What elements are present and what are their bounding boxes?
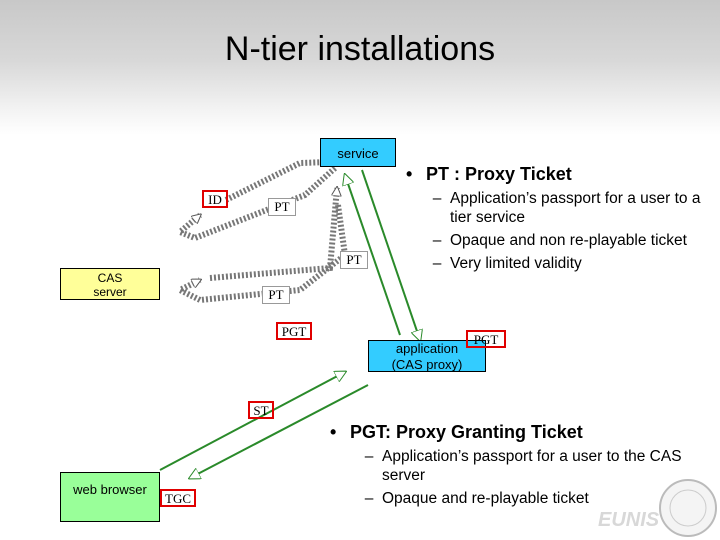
cas-server-node: CAS server [60, 268, 160, 300]
browser-to-app-arrow [159, 372, 345, 471]
pgt-heading-text: PGT: Proxy Granting Ticket [350, 422, 583, 442]
service-to-app-arrow [361, 169, 420, 340]
pt-sub-list: –Application’s passport for a user to a … [424, 189, 716, 273]
web-browser-node: web browser [60, 472, 160, 522]
pt-bullet-block: •PT : Proxy Ticket –Application’s passpo… [406, 164, 716, 277]
pgt-bullet-block: •PGT: Proxy Granting Ticket –Application… [330, 422, 715, 512]
eunis-logo: EUNIS [598, 479, 717, 537]
pgt-ticket-tag-right: PGT [466, 330, 506, 348]
pt-sub-item-text: Very limited validity [450, 255, 582, 272]
cas-label-line1: CAS [97, 271, 123, 285]
pt-heading: •PT : Proxy Ticket [406, 164, 572, 184]
pgt-ticket-tag-left: PGT [276, 322, 312, 340]
id-ticket-tag: ID [202, 190, 228, 208]
cas-app-loop-arrow [173, 188, 349, 304]
header-background [0, 0, 720, 135]
cas-label-line2: server [93, 285, 127, 299]
pt-sub-item: –Very limited validity [424, 254, 716, 273]
pt-ticket-tag-lower: PT [262, 286, 290, 304]
pgt-sub-item-text: Application’s passport for a user to the… [382, 448, 682, 484]
pgt-heading: •PGT: Proxy Granting Ticket [330, 422, 583, 442]
app-to-browser-arrow [190, 384, 369, 478]
app-label-line2: (CAS proxy) [391, 357, 463, 372]
seal-inner-ring [669, 489, 707, 527]
pt-heading-text: PT : Proxy Ticket [426, 164, 572, 184]
pt-ticket-tag-upper: PT [268, 198, 296, 216]
pgt-sub-item-text: Opaque and re-playable ticket [382, 490, 589, 507]
app-label-line1: application [395, 341, 459, 356]
tgc-ticket-tag: TGC [160, 489, 196, 507]
university-seal-icon [659, 479, 717, 537]
st-ticket-tag: ST [248, 401, 274, 419]
pt-sub-item-text: Application’s passport for a user to a t… [450, 190, 701, 226]
service-node: service [320, 138, 396, 167]
app-to-service-arrow [345, 175, 401, 336]
pgt-sub-list: –Application’s passport for a user to th… [356, 447, 715, 508]
eunis-logo-text: EUNIS [598, 509, 660, 531]
browser-label: web browser [73, 482, 147, 497]
pt-sub-item-text: Opaque and non re-playable ticket [450, 232, 687, 249]
service-label: service [337, 146, 379, 161]
pgt-sub-item: –Application’s passport for a user to th… [356, 447, 715, 485]
pt-ticket-tag-mid: PT [340, 251, 368, 269]
pt-sub-item: –Application’s passport for a user to a … [424, 189, 716, 227]
pt-sub-item: –Opaque and non re-playable ticket [424, 231, 716, 250]
slide-title: N-tier installations [224, 30, 496, 68]
pgt-sub-item: –Opaque and re-playable ticket [356, 489, 715, 508]
